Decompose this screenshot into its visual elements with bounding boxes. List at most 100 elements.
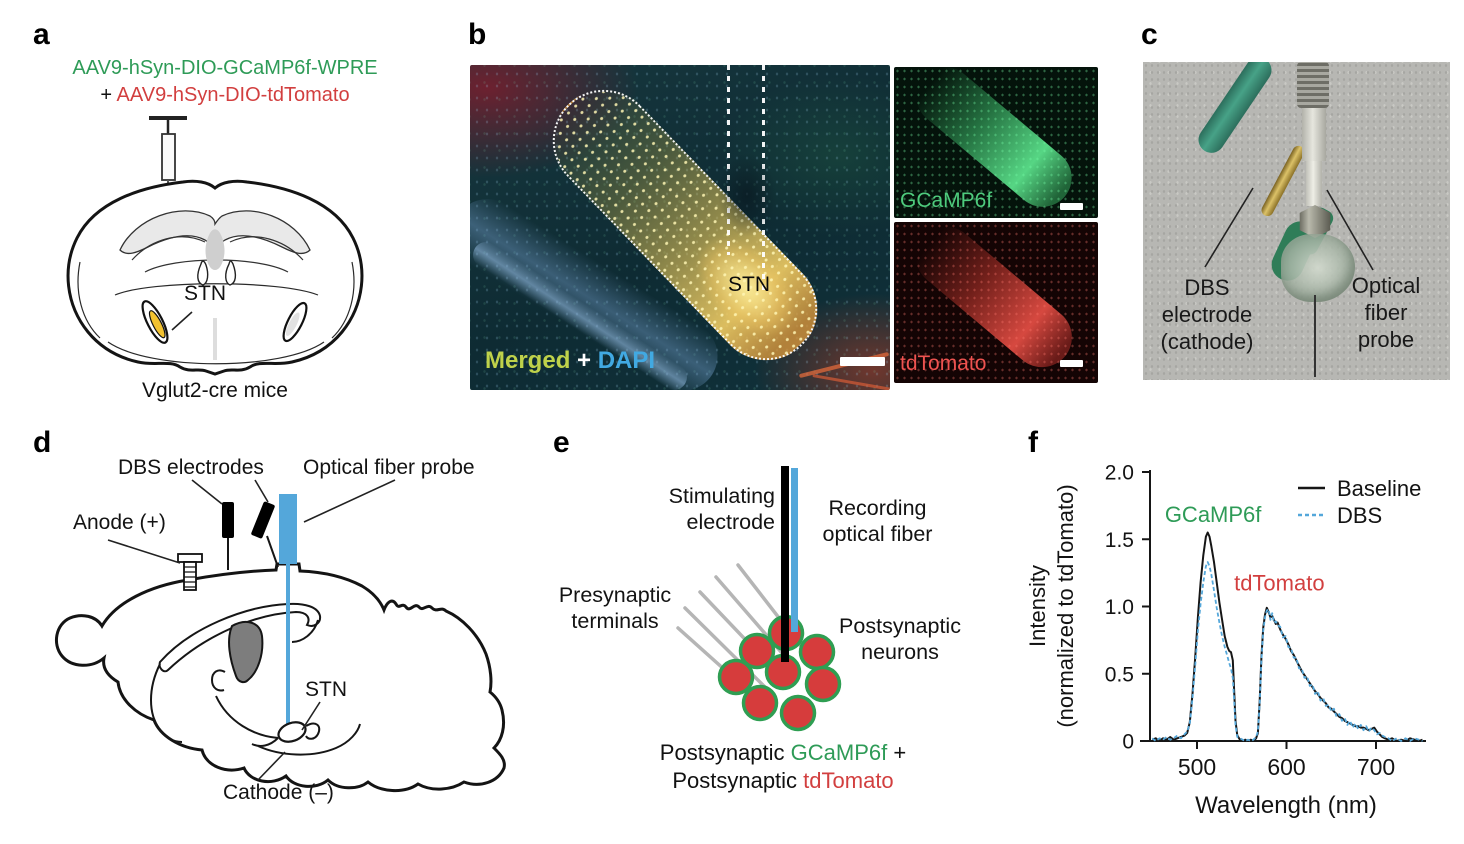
left-lens-stn <box>141 300 169 344</box>
fiber-sleeve <box>1302 108 1326 161</box>
panel-d-letter: d <box>33 426 52 459</box>
panel-e-caption: Postsynaptic GCaMP6f + Postsynaptic tdTo… <box>659 740 907 793</box>
mouse-line-caption: Vglut2-cre mice <box>142 379 288 402</box>
svg-text:GCaMP6f: GCaMP6f <box>1165 502 1262 527</box>
inner-cortex-lines <box>77 261 355 365</box>
implant-photo: DBS electrode (cathode) Optical fiber pr… <box>1143 62 1450 380</box>
dbs-electrodes-label: DBS electrodes <box>118 456 264 479</box>
dapi-text: DAPI <box>597 347 656 374</box>
gcamp-caption-text: GCaMP6f <box>790 740 888 765</box>
sagittal-brain-diagram <box>54 479 506 792</box>
stn-curl <box>305 722 321 740</box>
postsynaptic-neurons-label: Postsynaptic neurons <box>839 614 961 664</box>
probe-lesion-shadow <box>718 153 776 237</box>
stimulating-electrode-bar <box>781 466 789 662</box>
dbs-electrode-label: DBS electrode (cathode) <box>1160 275 1254 354</box>
fimbria-hook <box>291 619 319 643</box>
tdtomato-fluorescence-image: tdTomato <box>894 222 1098 383</box>
dbs-electrode-2 <box>251 501 275 539</box>
hex-nut <box>1299 205 1331 238</box>
svg-text:2.0: 2.0 <box>1105 462 1134 485</box>
right-lens <box>282 301 308 343</box>
panel-b-letter: b <box>468 18 487 51</box>
panel-e-letter: e <box>553 426 570 459</box>
presynaptic-terminals-label: Presynaptic terminals <box>558 583 672 633</box>
sagittal-brain-outline <box>54 562 506 792</box>
virus-injection-caption: AAV9-hSyn-DIO-GCaMP6f-WPRE + AAV9-hSyn-D… <box>18 55 432 109</box>
leader-fiber <box>303 479 396 523</box>
recording-fiber-bar <box>791 468 798 632</box>
tdtomato-speckle <box>894 222 1098 383</box>
leader-dbs-2 <box>254 479 269 503</box>
panel-c-letter: c <box>1141 18 1158 51</box>
stn-label-d: STN <box>305 678 347 701</box>
svg-text:1.5: 1.5 <box>1105 529 1134 552</box>
merged-dapi-label: Merged + DAPI <box>485 347 655 375</box>
panel-f-letter: f <box>1028 426 1038 459</box>
gcamp-speckle <box>894 67 1098 218</box>
scale-bar <box>840 357 885 366</box>
spectrum-chart: 0 0.5 1.0 1.5 2.0 500 600 700 Intensity(normaliz… <box>1025 462 1426 819</box>
merged-text: Merged <box>485 347 571 374</box>
leader-cathode <box>257 751 286 781</box>
epoxy-blob <box>1281 234 1355 302</box>
scale-bar <box>1060 203 1083 210</box>
thalamus-region <box>228 620 264 684</box>
leader-stn-d <box>301 701 321 731</box>
anode-screw-icon <box>177 553 203 591</box>
gcamp-image-label: GCaMP6f <box>900 189 993 212</box>
plus-sign: + <box>570 347 598 374</box>
ventricles <box>197 260 237 286</box>
recording-fiber-label: Recording optical fiber <box>822 496 933 546</box>
optical-fiber-probe-label: Optical fiber probe <box>303 456 475 479</box>
stn-label-a: STN <box>184 282 226 305</box>
dbs-electrode-1 <box>222 502 234 538</box>
svg-text:tdTomato: tdTomato <box>1234 570 1325 595</box>
svg-text:Wavelength (nm): Wavelength (nm) <box>1195 792 1377 819</box>
probe-track-left <box>727 65 730 255</box>
electrode-wires <box>227 535 279 570</box>
hippocampus-hook <box>210 669 226 692</box>
merged-fluorescence-image: STN Merged + DAPI <box>470 65 890 390</box>
stn-oval <box>277 721 307 743</box>
svg-text:DBS: DBS <box>1337 503 1382 528</box>
photo-leader-lines <box>1204 187 1374 271</box>
svg-text:Intensity: Intensity <box>1025 565 1050 647</box>
third-ventricle-region <box>205 229 225 270</box>
panel-a-letter: a <box>33 18 50 51</box>
svg-text:1.0: 1.0 <box>1105 596 1134 619</box>
virus-tdtomato-text: AAV9-hSyn-DIO-tdTomato <box>116 84 350 106</box>
svg-text:600: 600 <box>1267 754 1305 780</box>
implant-needle <box>1314 295 1316 377</box>
corpus-callosum-band <box>158 602 322 673</box>
svg-text:700: 700 <box>1357 754 1395 780</box>
midline-streak <box>213 318 217 360</box>
gcamp-fluorescence-image: GCaMP6f <box>894 67 1098 218</box>
cathode-label: Cathode (–) <box>223 781 334 804</box>
svg-text:Baseline: Baseline <box>1337 476 1421 501</box>
svg-text:0: 0 <box>1122 731 1134 754</box>
stimulating-electrode-label: Stimulating electrode <box>668 484 775 534</box>
optical-fiber-probe-bar <box>279 494 297 564</box>
synapse-schematic <box>676 466 842 732</box>
fiber-sleeve-narrow <box>1306 161 1322 206</box>
svg-text:(normalized to tdTomato): (normalized to tdTomato) <box>1053 484 1078 727</box>
svg-text:500: 500 <box>1178 754 1216 780</box>
leader-dbs-1 <box>191 479 223 505</box>
tdtomato-caption-text: tdTomato <box>803 768 894 793</box>
stn-leader-line <box>171 311 193 331</box>
scale-bar <box>1060 360 1083 367</box>
tdtomato-image-label: tdTomato <box>900 352 987 375</box>
optical-fiber-label: Optical fiber probe <box>1351 273 1421 352</box>
virus-gcamp-text: AAV9-hSyn-DIO-GCaMP6f-WPRE <box>72 57 378 79</box>
svg-text:0.5: 0.5 <box>1105 663 1134 686</box>
stn-region-yellow <box>148 310 166 339</box>
coronal-brain-diagram <box>66 116 364 376</box>
anode-label: Anode (+) <box>73 511 166 534</box>
plus-sign: + <box>100 84 113 106</box>
fiber-connector-knurled <box>1297 62 1329 108</box>
inner-cortex-boundary <box>150 663 183 743</box>
ventral-curves <box>215 695 361 756</box>
stn-label-b: STN <box>728 273 770 296</box>
